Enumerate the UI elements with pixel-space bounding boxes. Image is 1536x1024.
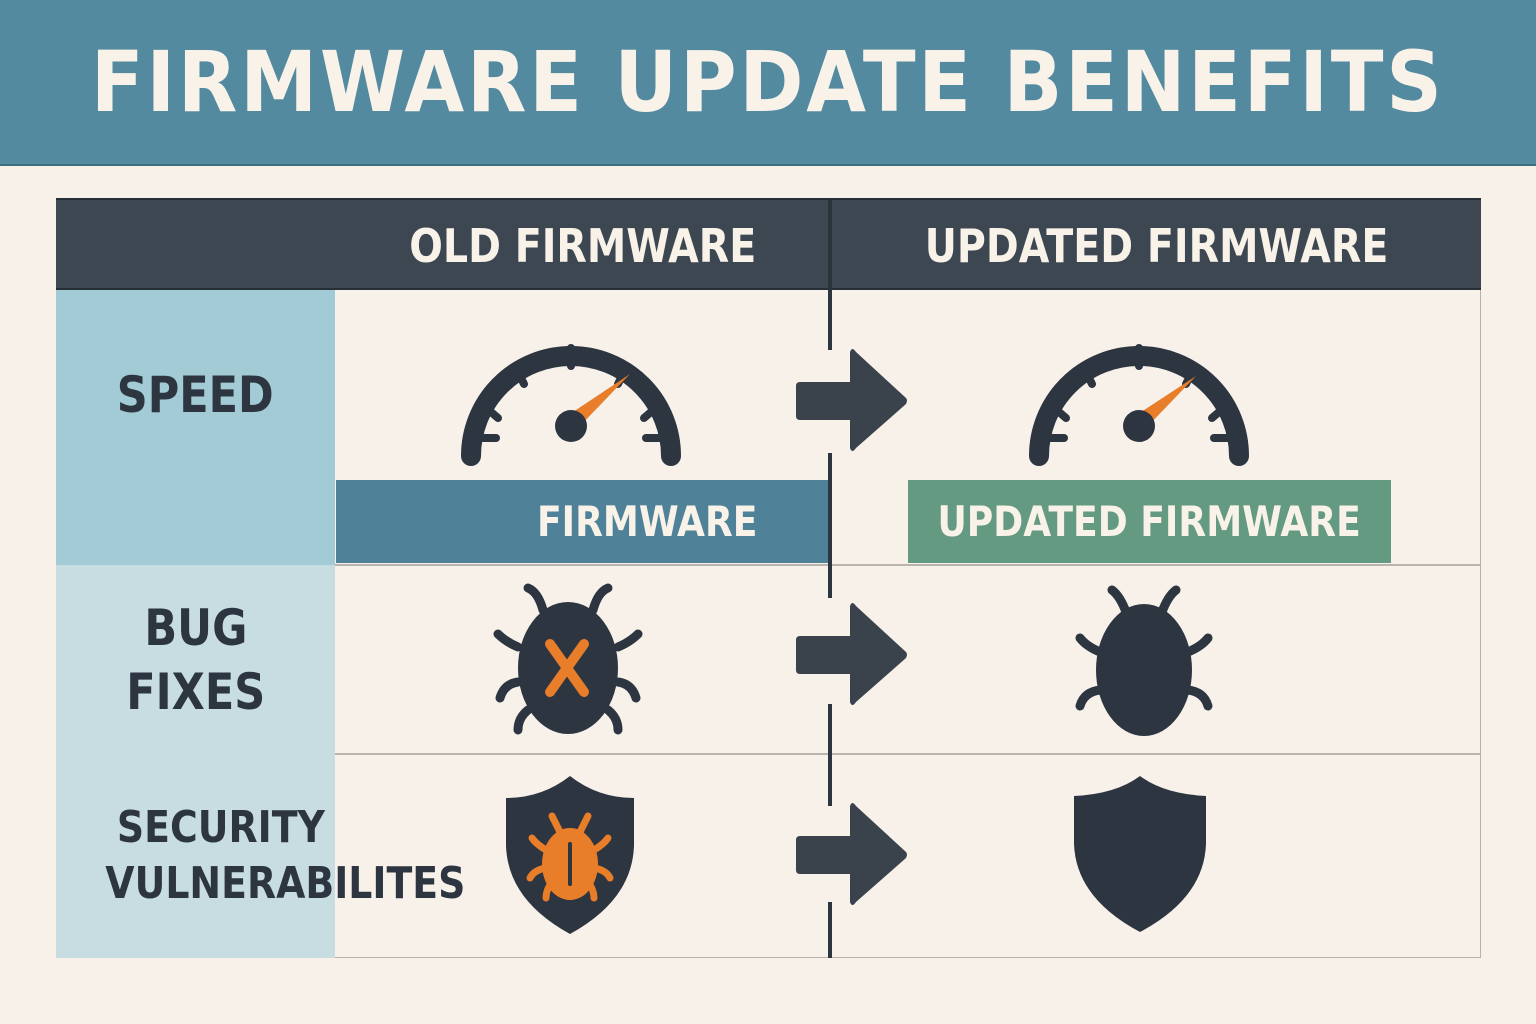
column-divider [828, 290, 832, 350]
bug-icon [1075, 585, 1213, 736]
row-label-security-vulnerabilities: SECURITY VULNERABILITES [56, 754, 465, 958]
row-divider [335, 753, 1481, 755]
column-header-updated-firmware: UPDATED FIRMWARE [925, 219, 1389, 273]
bug-with-x-icon [493, 583, 643, 735]
table-header: OLD FIRMWARE UPDATED FIRMWARE [56, 198, 1481, 292]
speedometer-icon [1029, 344, 1249, 466]
header-divider [828, 200, 832, 292]
column-divider [828, 902, 832, 958]
comparison-table: OLD FIRMWARE UPDATED FIRMWARE SPEED BUG … [56, 198, 1481, 958]
row-divider [335, 564, 1481, 566]
title-banner: FIRMWARE UPDATE BENEFITS [0, 0, 1536, 166]
speedometer-icon [461, 344, 681, 466]
column-divider [828, 704, 832, 806]
shield-icon [1074, 776, 1206, 932]
arrow-right-icon [796, 803, 907, 905]
column-header-old-firmware: OLD FIRMWARE [409, 219, 757, 273]
page-title: FIRMWARE UPDATE BENEFITS [91, 33, 1445, 131]
arrow-right-icon [796, 603, 907, 705]
old-firmware-bar: FIRMWARE [336, 480, 828, 563]
row-label-speed: SPEED [56, 290, 335, 565]
shield-with-bug-icon [506, 776, 634, 934]
row-label-bug-fixes: BUG FIXES [56, 565, 335, 754]
arrow-right-icon [796, 349, 907, 451]
column-divider [828, 453, 832, 598]
updated-firmware-bar: UPDATED FIRMWARE [908, 480, 1391, 563]
